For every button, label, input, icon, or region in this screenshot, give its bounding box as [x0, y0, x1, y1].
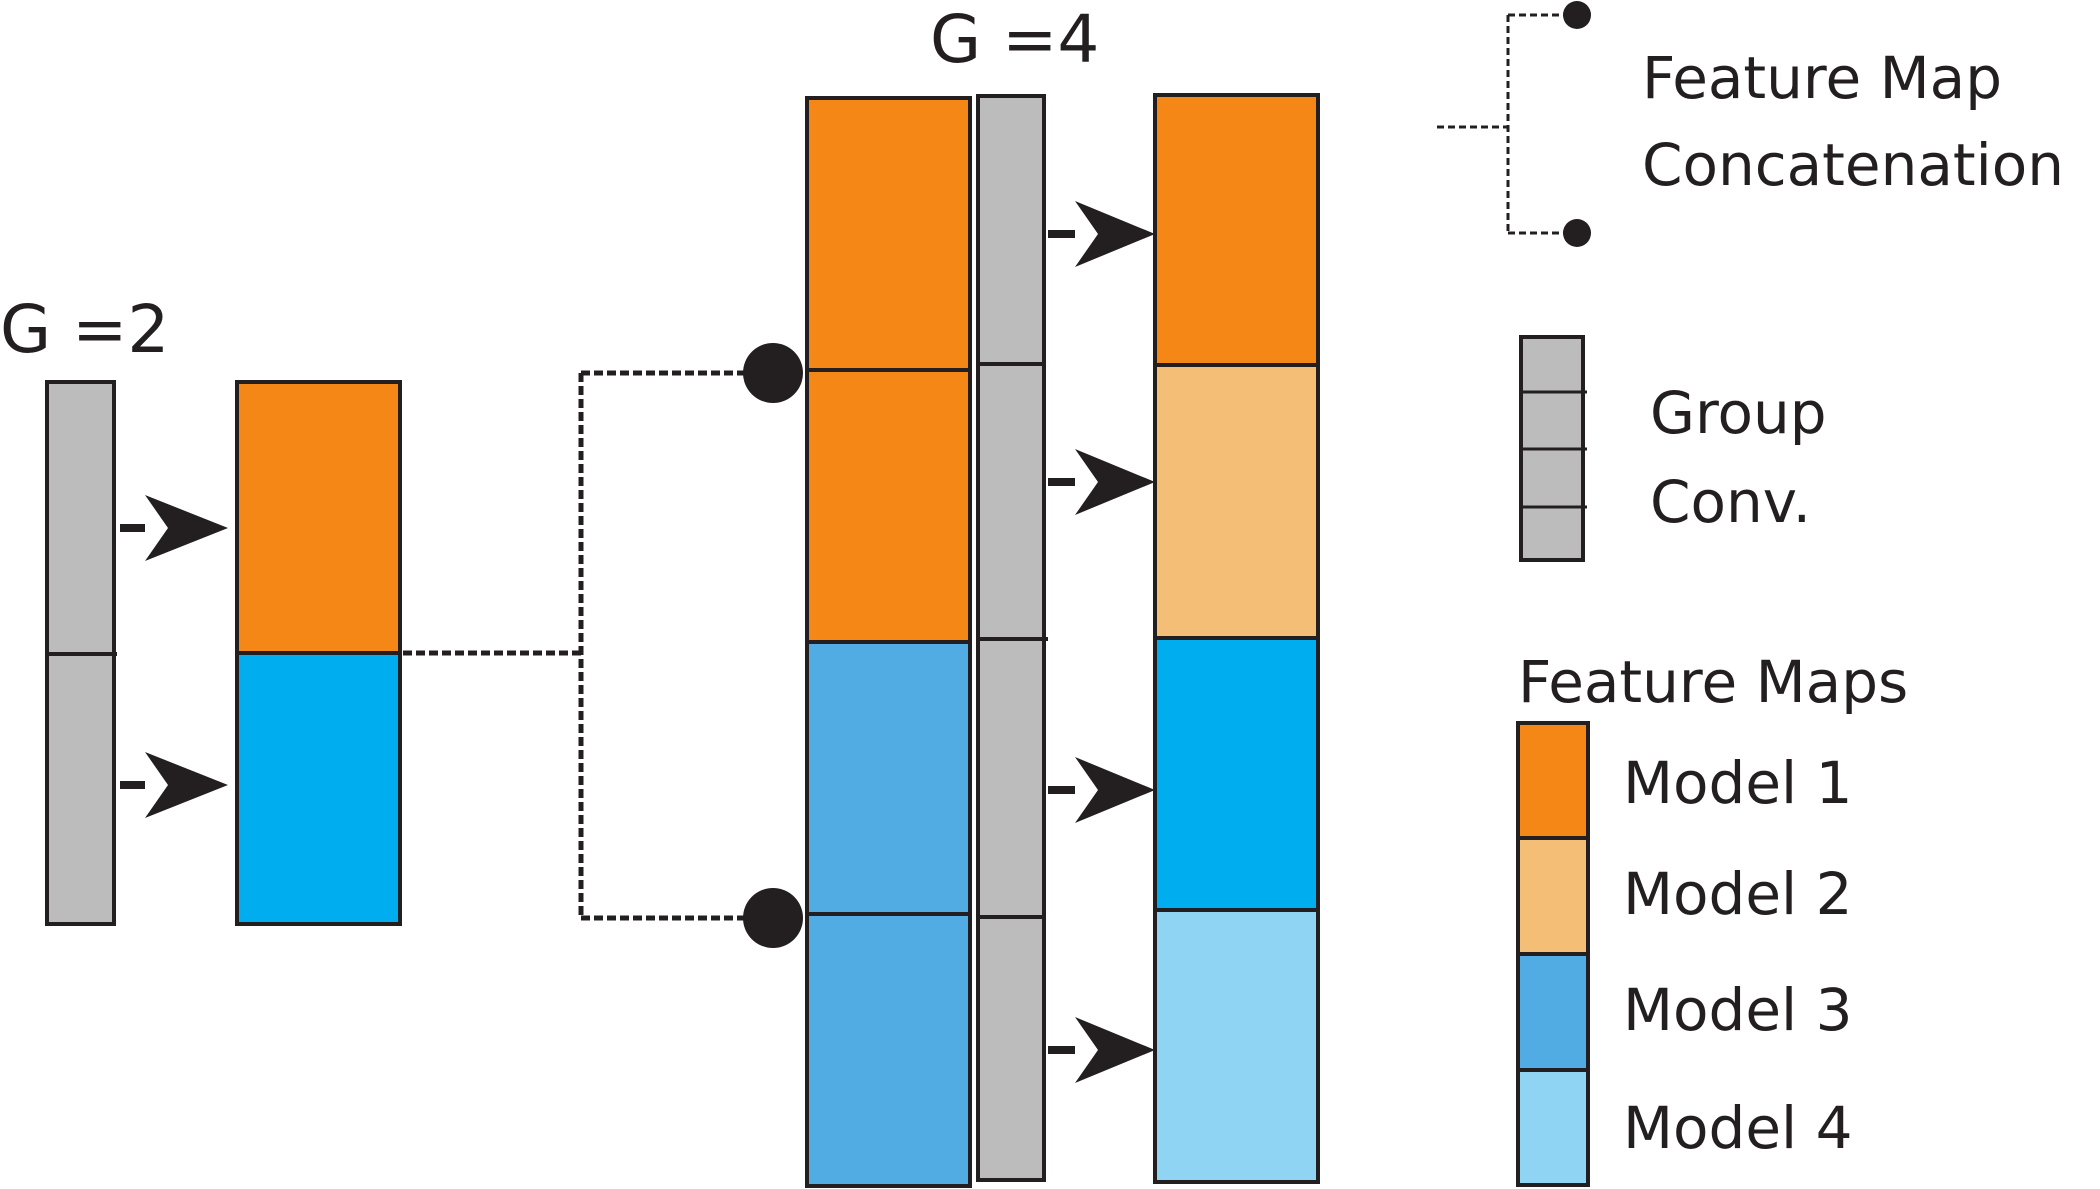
legend-concat-label-2: Concatenation [1642, 131, 2064, 199]
legend-model-4-label: Model 4 [1623, 1094, 1852, 1162]
legend-swatch-model-1 [1516, 721, 1590, 840]
legend-group-conv-icon [1519, 335, 1587, 562]
g4-output-model-1 [1153, 93, 1320, 367]
g2-feature-maps [235, 380, 402, 926]
g4-label: G =4 [930, 1, 1099, 78]
legend-swatch-model-4 [1516, 1068, 1590, 1187]
concat-connector [403, 370, 745, 921]
g4-arrow-1 [1048, 201, 1155, 267]
g4-arrow-2 [1048, 449, 1155, 515]
g4-group-conv-bar [976, 94, 1048, 1182]
legend-concat-label-1: Feature Map [1642, 44, 2002, 112]
legend-swatch-model-3 [1516, 952, 1590, 1072]
g4-output-maps [1153, 93, 1320, 1184]
g2-map-model-b [235, 651, 402, 926]
g2-arrow-1 [120, 495, 228, 561]
g4-input-maps [805, 96, 972, 1188]
legend-model-1-label: Model 1 [1623, 749, 1852, 817]
concat-node-top [743, 343, 803, 403]
g4-output-model-2 [1153, 363, 1320, 640]
legend-group-label-2: Conv. [1650, 468, 1811, 536]
legend-group-label-1: Group [1650, 379, 1827, 447]
g4-output-model-4 [1153, 908, 1320, 1184]
legend-model-3-label: Model 3 [1623, 976, 1852, 1044]
g2-group-conv-bar [45, 380, 117, 926]
g2-map-model-1 [235, 380, 402, 655]
legend-model-2-label: Model 2 [1623, 860, 1852, 928]
g4-arrow-3 [1048, 757, 1155, 823]
g2-label: G =2 [0, 291, 169, 368]
g2-arrow-2 [120, 752, 228, 818]
legend-concat-icon [1437, 1, 1591, 247]
g4-output-model-3 [1153, 636, 1320, 912]
legend-swatch-model-2 [1516, 836, 1590, 956]
concat-node-bottom [743, 888, 803, 948]
legend-swatches [1516, 721, 1590, 1187]
g4-arrow-4 [1048, 1017, 1155, 1083]
legend-feature-maps-title: Feature Maps [1518, 648, 1908, 716]
